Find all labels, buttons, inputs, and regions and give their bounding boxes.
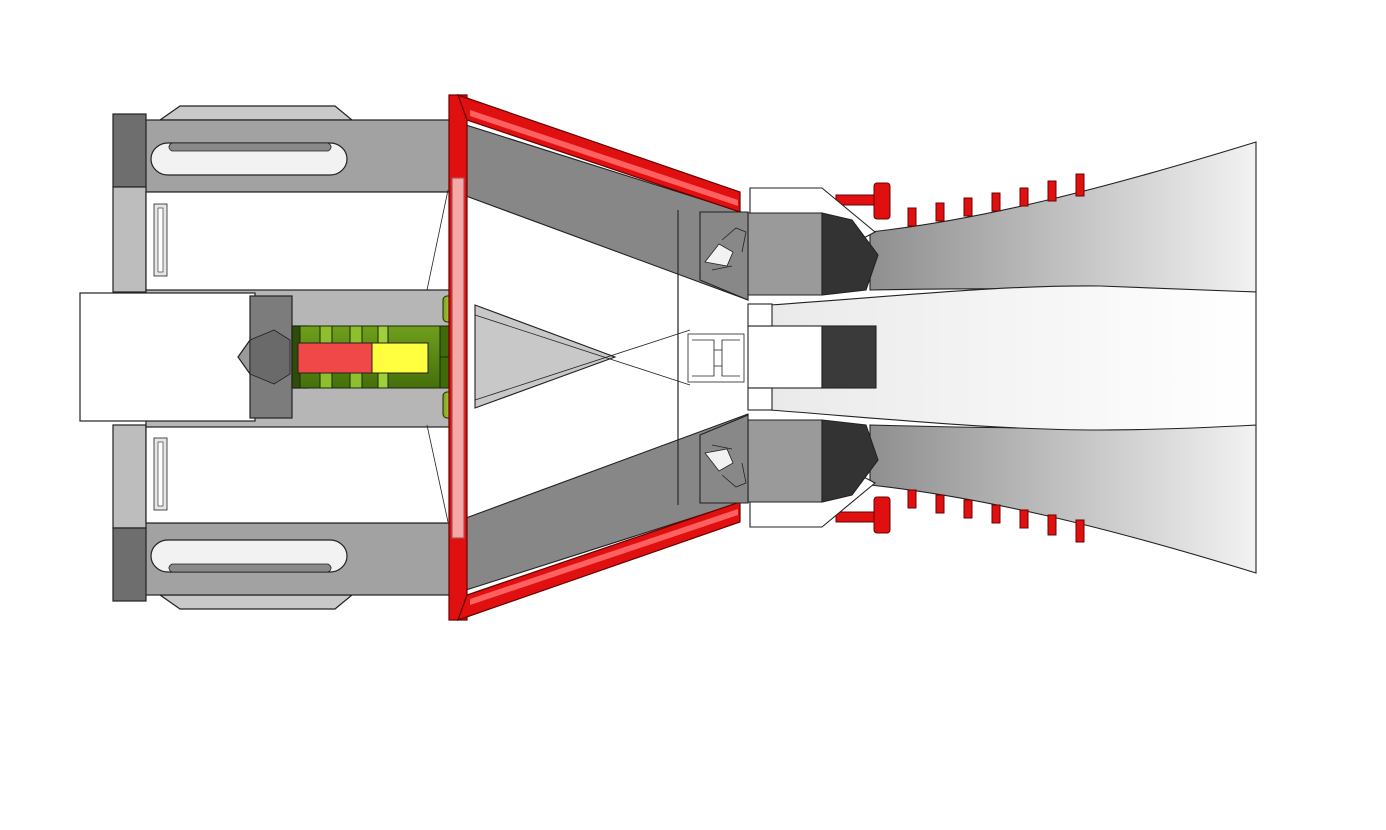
lower-horn — [869, 424, 1257, 574]
center-wedge — [474, 304, 617, 409]
indicator-red — [297, 342, 373, 374]
red-bolt-icon — [963, 197, 973, 217]
red-bolt-icon — [935, 202, 945, 222]
linkage-frame — [426, 124, 749, 591]
red-bolt-icon — [1047, 180, 1057, 202]
indicator-yellow — [371, 342, 429, 374]
top-arm-tab — [158, 105, 354, 121]
end-cap-bottom-mid — [112, 424, 147, 529]
center-finger — [687, 303, 877, 411]
upper-finger — [699, 187, 879, 301]
red-bolt-icon — [907, 489, 917, 509]
red-bolt-icon — [1047, 514, 1057, 536]
red-bolt-icon — [1075, 519, 1085, 543]
slider-block — [79, 292, 309, 422]
center-dark-block — [821, 325, 877, 389]
red-bolt-icon — [1019, 509, 1029, 529]
end-cap-top — [112, 113, 147, 188]
lower-finger — [699, 414, 879, 528]
red-bolt-icon — [873, 182, 891, 220]
end-cap-bottom — [112, 527, 147, 602]
lower-gap — [145, 424, 451, 524]
bottom-arm-tab — [158, 594, 354, 610]
red-bolt-icon — [963, 499, 973, 519]
red-frame — [448, 94, 741, 621]
end-cap-top-mid — [112, 186, 147, 293]
red-bolt-icon — [835, 194, 877, 206]
red-bolt-icon — [873, 496, 891, 534]
upper-horn — [869, 141, 1257, 293]
red-bolt-icon — [1019, 187, 1029, 207]
red-bolt-icon — [991, 192, 1001, 212]
bolt-row-bottom — [835, 489, 1085, 543]
upper-gap — [145, 191, 451, 293]
red-bolt-icon — [991, 504, 1001, 524]
center-horn — [769, 285, 1257, 431]
red-bolt-icon — [935, 494, 945, 514]
jaw-horn — [769, 141, 1257, 574]
red-bolt-icon — [835, 511, 877, 523]
red-bolt-icon — [1075, 173, 1085, 197]
red-bolt-icon — [907, 207, 917, 227]
bolt-row-top — [835, 173, 1085, 227]
